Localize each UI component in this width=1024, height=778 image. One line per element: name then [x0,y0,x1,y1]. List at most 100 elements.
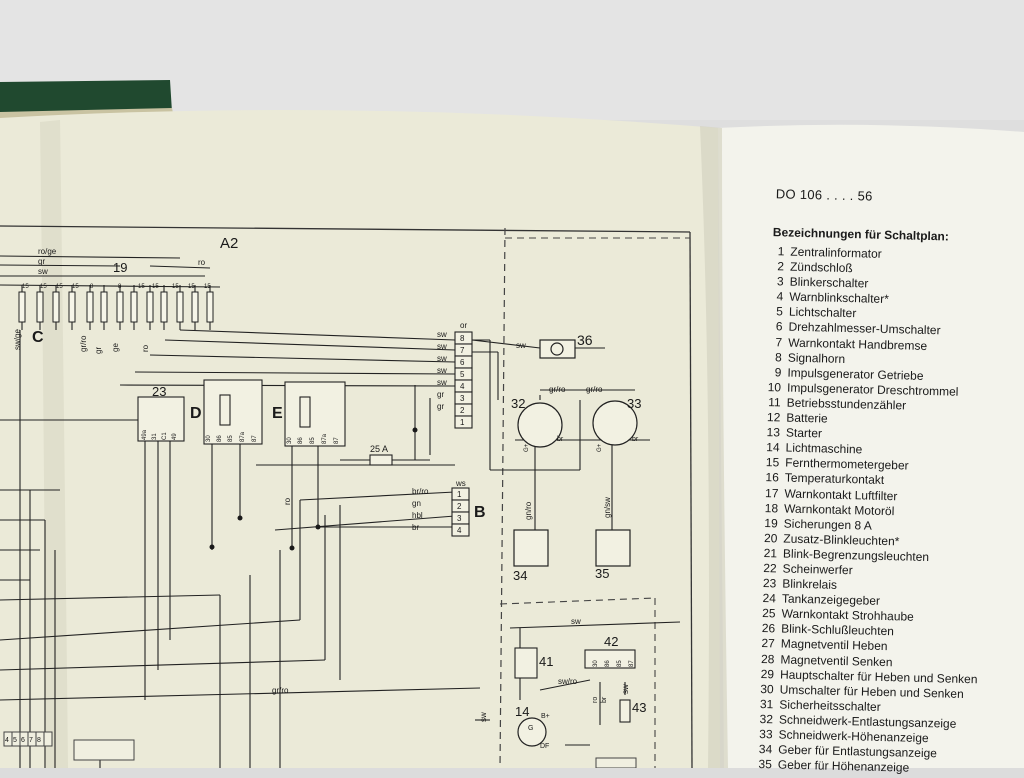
generator-14-term: B+ [541,713,550,720]
legend-item-number: 15 [765,455,780,470]
legend-item-number: 29 [760,666,775,681]
section-label-c: C [32,329,44,346]
relay-e-pin: 87a [322,433,328,444]
section-label-b: B [474,504,486,521]
legend-item-number: 21 [763,545,778,561]
sender-35-wire: gn/sw [603,497,612,518]
legend-item-number: 2 [777,259,785,274]
connector-a-pin: 7 [460,346,465,355]
fuse-value: 15 [152,284,159,290]
fuse-value: 15 [204,284,211,290]
legend-item-label: Lichtschalter [788,304,857,321]
legend-item-number: 7 [775,334,783,350]
legend-item-number: 10 [767,379,782,395]
generator-14-term: G [528,725,533,732]
resistor-43-number: 43 [632,700,646,715]
wire-label-vertical: ge [111,343,120,352]
relays [137,379,636,723]
legend-item-label: Batterie [786,410,828,426]
legend-item-number: 6 [775,319,783,334]
relay-d-pin: 87a [240,431,246,442]
bottom-connectors [3,731,637,769]
gauge-32-term: br [557,436,564,443]
section-label-a2: A2 [220,235,238,252]
wire-label-vertical: gr/ro [79,335,88,352]
legend-item-number: 27 [761,636,775,651]
legend-item-number: 20 [763,530,778,546]
connector-a-wire: sw [437,330,447,339]
legend-item-number: 28 [760,651,775,666]
relay-42-pin: 87 [629,660,635,667]
legend-item-number: 35 [758,757,773,772]
gauge-33-number: 33 [627,396,641,411]
generator-14-number: 14 [515,704,529,719]
relay-e-pin: 86 [298,437,304,444]
legend-item-label: Geber für Höhenanzeige [777,757,910,775]
legend-item-number: 25 [762,606,776,621]
wire-label-vertical: sw/ge [13,329,22,350]
connector-a-wire: sw [437,354,447,363]
relay-d-pin: 86 [217,435,223,442]
connector-a-pin: 6 [460,358,465,367]
diagram-labels: A2 B C D E 19 ro/ge gr sw ro 15 15 15 15… [5,235,646,750]
connector-b-pin: 2 [457,502,462,511]
wire-label-sw: sw [38,267,48,276]
legend-item-number: 8 [774,349,782,365]
relay-e-pin: 87 [334,437,340,444]
legend-item-number: 12 [766,410,781,425]
legend-item-number: 32 [759,711,774,727]
legend-item-number: 22 [763,561,777,576]
connector-b-wire: gn [412,499,421,508]
switch-41-wire: sw/ro [558,677,578,686]
legend-item-number: 23 [762,576,777,591]
sender-35-number: 35 [595,566,609,581]
connector-a-pin: 4 [460,382,465,391]
legend-item-number: 18 [764,500,779,515]
legend-item-number: 5 [776,304,784,319]
fuse-block-number: 19 [113,260,127,275]
connector-b-wire: hbl [412,511,423,520]
gauge-32-number: 32 [511,396,525,411]
connector-a-top-label: or [460,321,467,330]
gauges [513,339,638,747]
legend-panel: DO 106 . . . . 56 Bezeichnungen für Scha… [752,186,1016,778]
legend-item-number: 13 [766,425,781,440]
bottom-pin: 7 [29,737,33,744]
legend-item-number: 26 [761,621,776,636]
legend-item-number: 4 [776,289,784,304]
bottom-pin: 6 [21,737,25,744]
relay-42-pin: 85 [617,660,623,667]
left-page [0,110,720,768]
gauge-33-wire: gr/ro [586,385,603,394]
legend-item-number: 34 [758,742,773,757]
connector-b-pin: 4 [457,526,462,535]
fuse-row [18,291,214,323]
legend-item-label: Scheinwerfer [782,561,853,578]
lamp-36-number: 36 [577,332,593,348]
relay-23-number: 23 [152,384,166,399]
relay-23-pin: 49 [172,433,178,440]
section-label-e: E [272,405,283,422]
fuse-value: 15 [138,284,145,290]
legend-item-number: 16 [765,470,780,485]
fuse-25a-label: 25 A [370,444,388,454]
connector-b-pin: 3 [457,514,462,523]
gauge-33-term: br [632,436,639,443]
fuse-value: 15 [188,284,195,290]
connector-b-pin: 1 [457,490,462,499]
right-page [718,124,1024,769]
relay-23-pin: C1 [162,432,168,440]
relay-d-pin: 85 [228,435,234,442]
sender-34-number: 34 [513,568,527,583]
relay-d-pin: 87 [252,435,258,442]
connector-a-pin: 1 [460,418,465,427]
wire-label-ro-top: ro [198,258,206,267]
legend-item-number: 3 [776,274,784,289]
resistor-43-wire: sw [621,684,630,694]
connector-a-pin: 5 [460,370,465,379]
wire-label-roge: ro/ge [38,247,57,256]
relay-e-pin: 30 [287,437,293,444]
connector-b-top-label: ws [455,479,466,488]
legend-item-number: 33 [759,727,773,742]
